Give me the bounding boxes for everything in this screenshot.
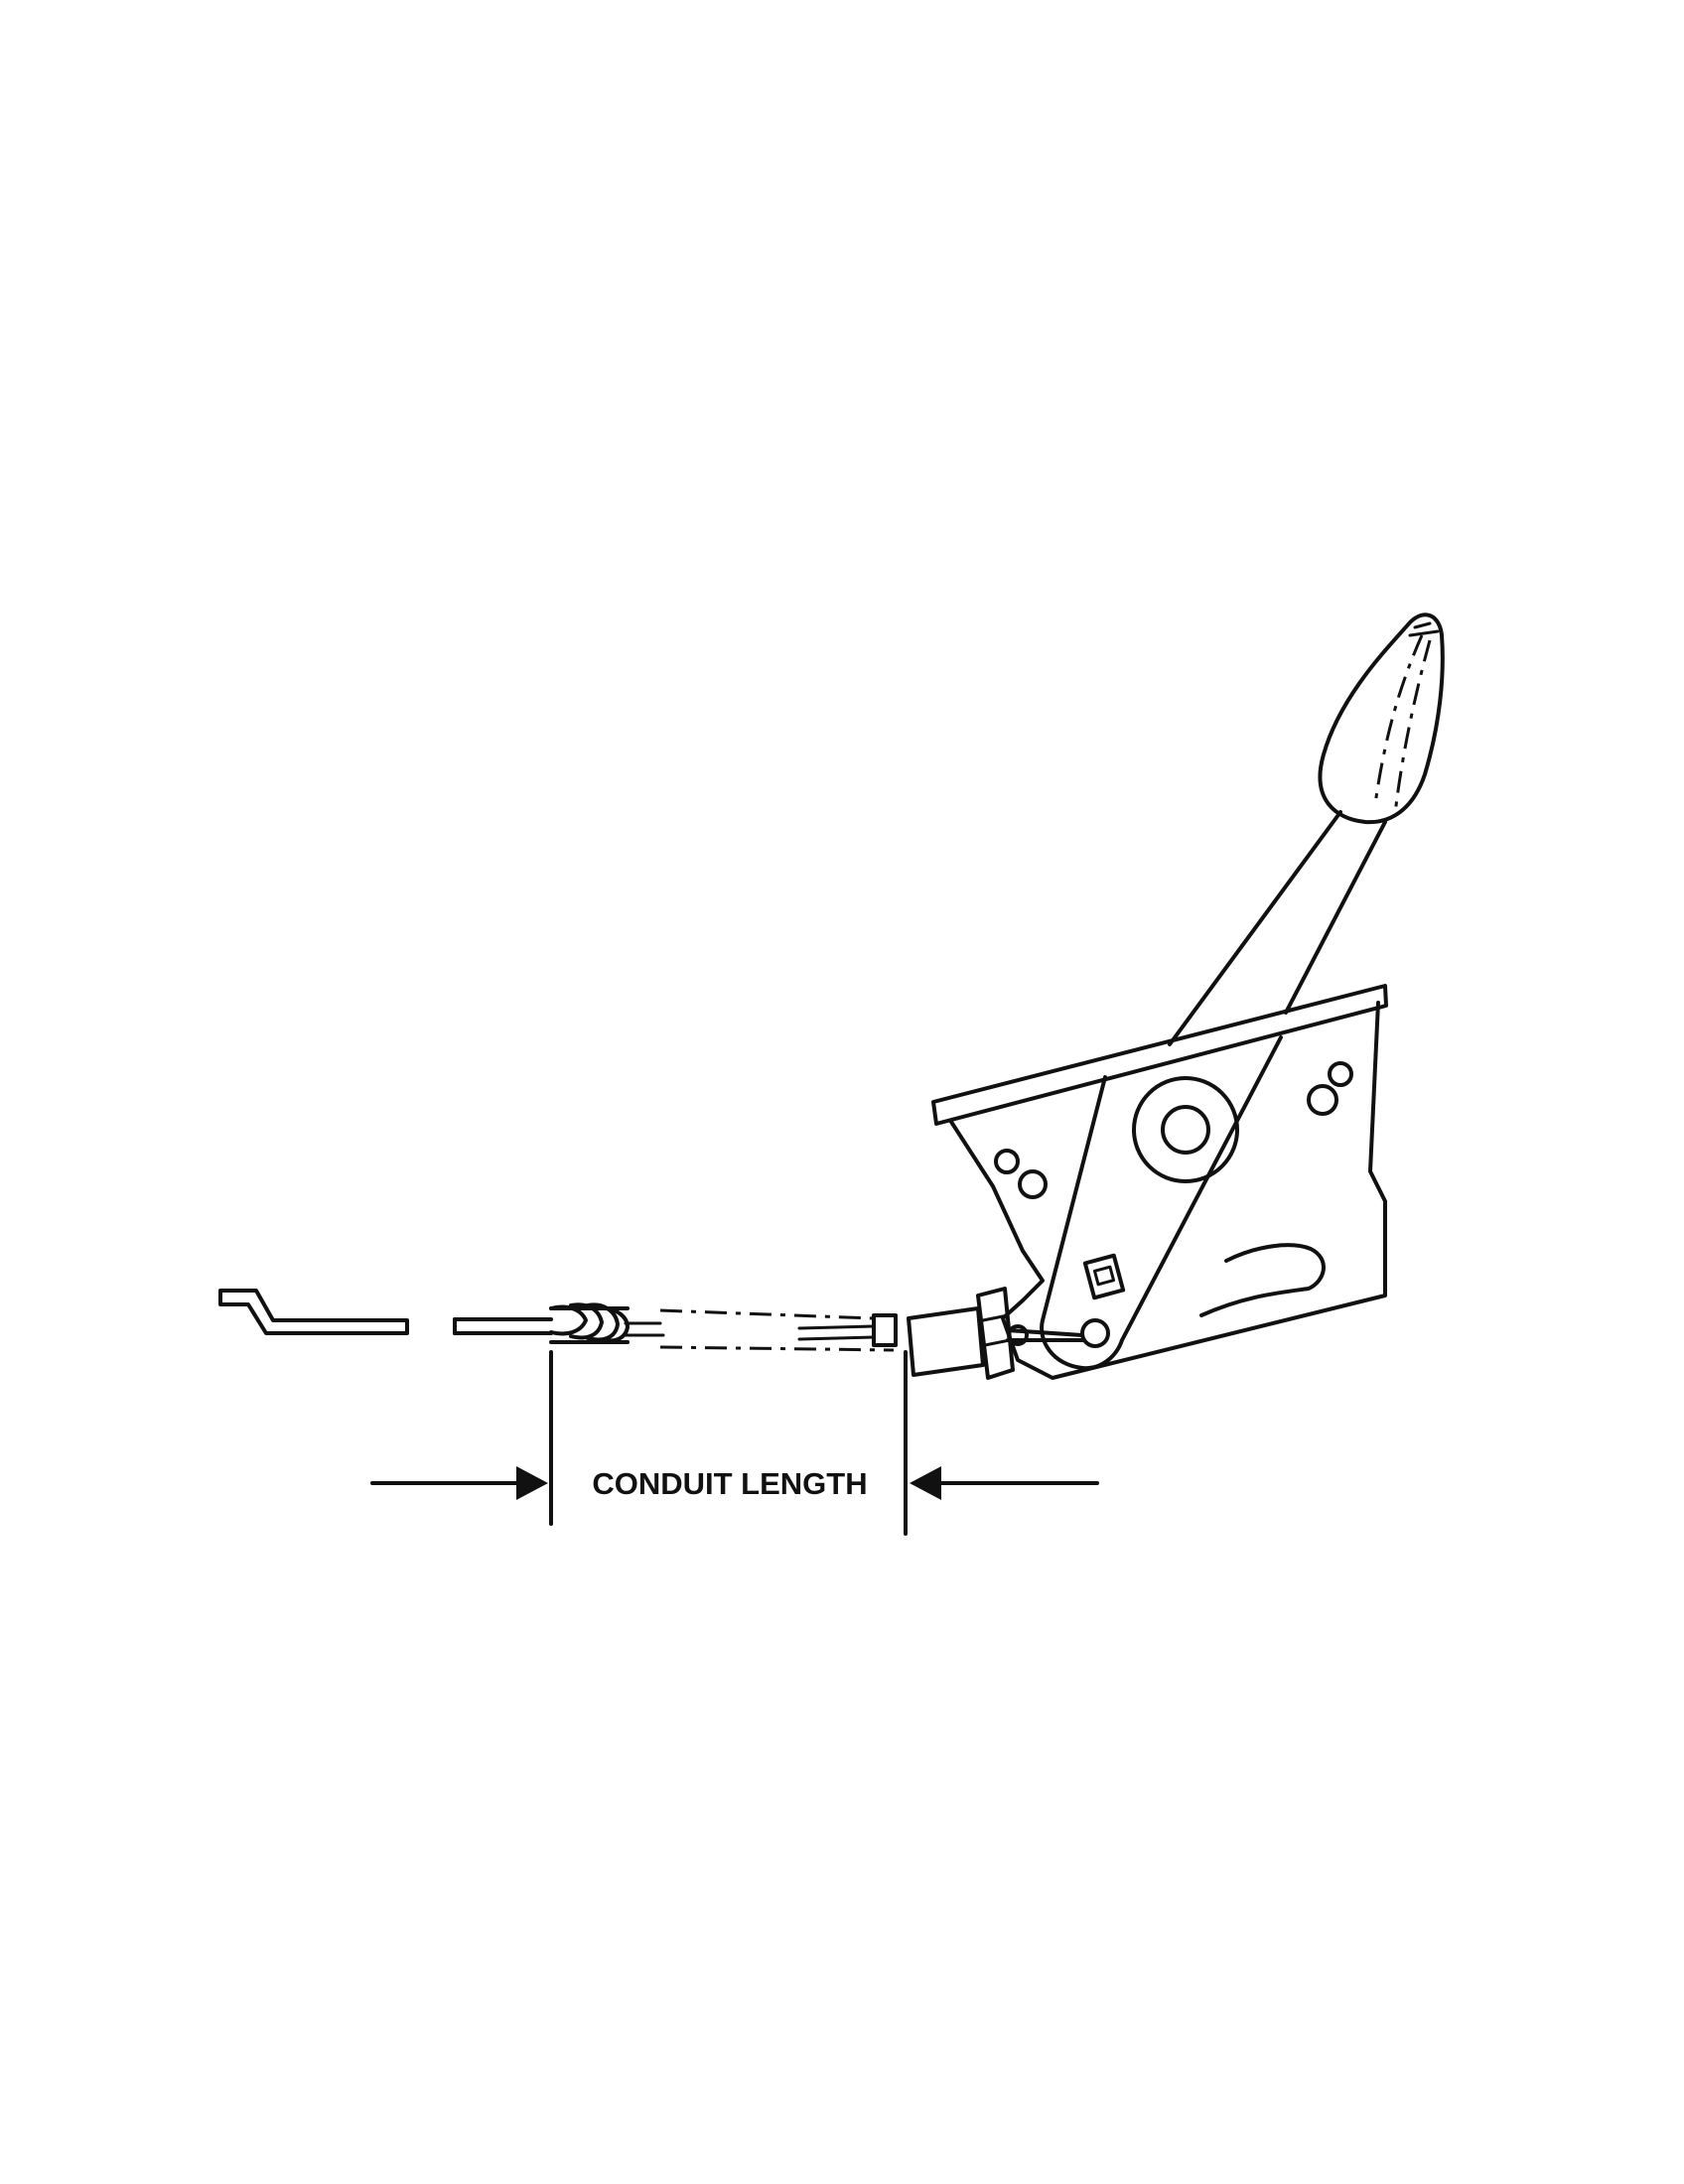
lever-stem-left [1168,810,1342,1046]
lever-handle [1168,613,1445,1046]
bracket-top-flange [931,984,1388,1126]
conduit-bottom-line [659,1345,895,1352]
bracket-plate [949,1001,1387,1380]
pivot-boss-inner [1161,1105,1210,1155]
conduit-top-line [659,1308,875,1320]
lever-knob [1318,613,1445,825]
bracket-hole-right-1 [1328,1061,1353,1087]
bracket-hole-right-2 [1307,1084,1338,1116]
dimension-arrow-right-head [910,1466,941,1500]
mounting-bracket [931,984,1388,1380]
pivot-boss-outer [1132,1076,1239,1183]
bracket-arc-slot [1199,1243,1326,1317]
dimension-annotation: CONDUIT LENGTH [370,1350,1099,1536]
detent-clip [1082,1253,1126,1300]
ferrule [907,1306,985,1377]
cable-end-fitting [907,1287,1084,1380]
lever-arm-pin [1080,1318,1110,1348]
conduit [549,1302,898,1352]
dimension-label: CONDUIT LENGTH [592,1466,867,1501]
conduit-spring-end [549,1302,630,1344]
bracket-hole-left-2 [1018,1169,1048,1199]
lever-stem-right [1284,820,1387,1015]
cable-wire [218,1289,553,1335]
dimension-arrow-left-head [516,1466,548,1500]
cable-wire-bent-end [218,1289,409,1335]
knob-hidden-line [1373,634,1424,805]
bracket-hole-left-1 [994,1149,1020,1174]
jam-nut [976,1287,1015,1380]
cable-clevis-rod [1006,1328,1084,1337]
